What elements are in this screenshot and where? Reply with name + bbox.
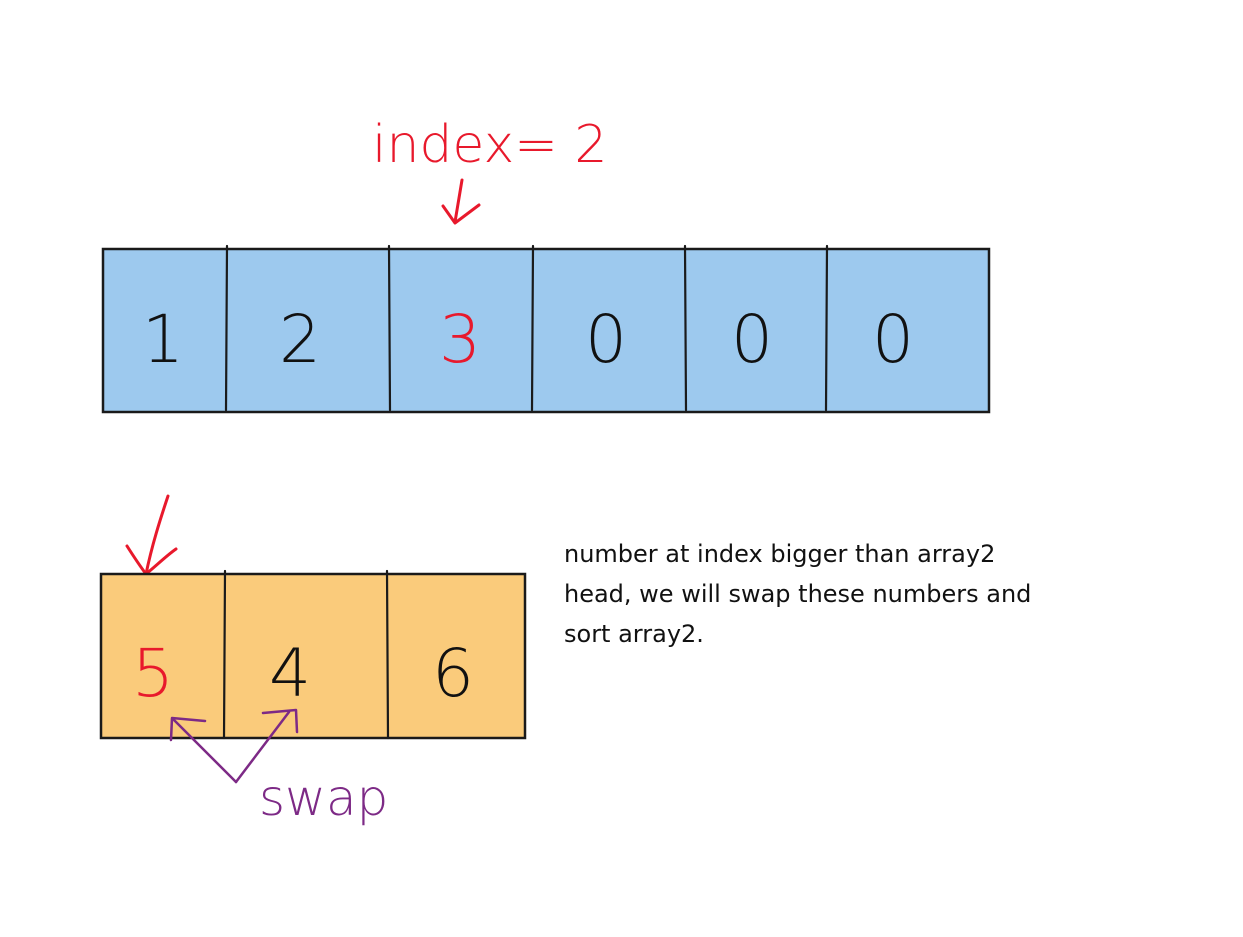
array1: 1 2 3 0 0 0: [101, 244, 991, 414]
array1-cell-value: 3: [439, 301, 481, 378]
array2-cell-value: 4: [269, 635, 311, 712]
array1-cell-divider: [224, 244, 229, 412]
array2-cell-divider: [222, 569, 227, 740]
array1-cell-divider: [824, 244, 829, 412]
array1-cell-divider: [530, 244, 535, 412]
note-line: head, we will swap these numbers and: [564, 580, 1031, 608]
array2: 5 4 6: [99, 569, 527, 740]
note-line: number at index bigger than array2: [564, 540, 995, 568]
array1-cell-value: 1: [142, 301, 184, 378]
array2-cell-divider: [385, 569, 390, 740]
index-pointer-arrow: [441, 178, 481, 225]
array1-cell-value: 2: [279, 301, 321, 378]
array1-cell-value: 0: [731, 301, 773, 378]
array1-cell-value: 0: [585, 301, 627, 378]
array2-dividers: [222, 569, 390, 740]
array1-cell-divider: [387, 244, 392, 412]
array1-cell-value: 0: [872, 301, 914, 378]
array2-cell-value: 6: [432, 635, 474, 712]
index-pointer-label: index= 2: [372, 115, 607, 175]
swap-label: swap: [259, 769, 388, 827]
array1-cell-divider: [683, 244, 688, 412]
array2-box: [99, 572, 527, 740]
array1-box: [101, 247, 991, 414]
explanation-note: number at index bigger than array2 head,…: [564, 540, 1037, 648]
array2-head-arrow: [125, 494, 178, 576]
array2-cell-value: 5: [132, 635, 174, 712]
swap-arrows: [169, 708, 299, 784]
array1-dividers: [224, 244, 829, 412]
note-line: sort array2.: [564, 620, 704, 648]
